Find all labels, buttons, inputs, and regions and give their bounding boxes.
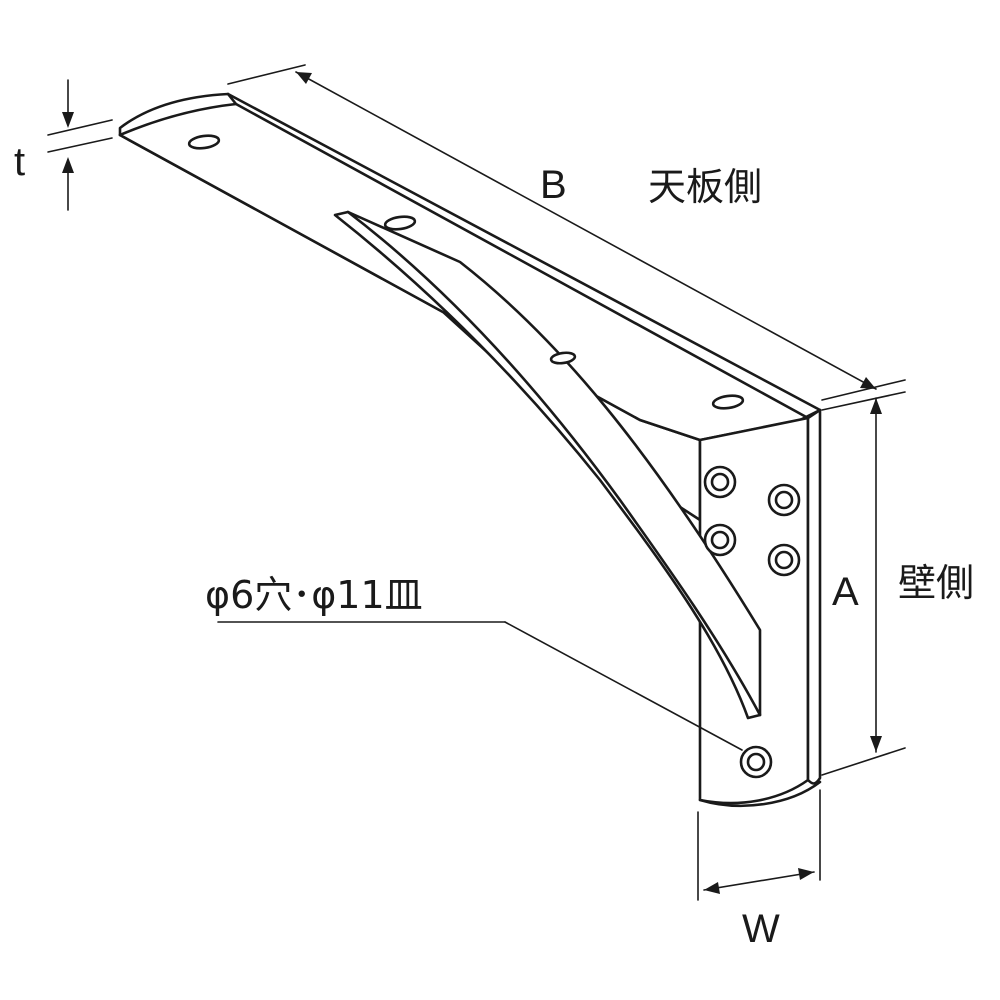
dim-a <box>821 391 906 776</box>
diagonal-rib <box>333 210 762 720</box>
label-a: A <box>832 570 859 614</box>
dim-w <box>697 789 821 901</box>
wall-arm-bottom-curve <box>698 780 822 808</box>
hole-2 <box>767 483 801 517</box>
hole-1 <box>703 465 737 499</box>
top-arm-front-edge <box>118 102 238 137</box>
hole-leader <box>217 621 743 751</box>
hole-5 <box>739 745 773 779</box>
label-w: W <box>742 907 780 951</box>
wall-arm-holes <box>703 465 801 779</box>
label-t: t <box>14 140 25 184</box>
slot-3 <box>549 351 577 365</box>
top-arm-slots <box>187 134 745 410</box>
slot-2 <box>383 215 417 231</box>
label-wall-side: 壁側 <box>898 561 974 605</box>
label-hole-spec: φ6穴･φ11皿 <box>205 573 423 617</box>
slot-4 <box>711 394 745 410</box>
wall-arm-side-face <box>806 408 822 785</box>
label-b: B <box>540 163 567 207</box>
rib-inner <box>346 210 762 717</box>
slot-1 <box>187 134 221 150</box>
hole-4 <box>767 543 801 577</box>
dim-t <box>47 79 113 211</box>
hole-3 <box>703 523 737 557</box>
label-top-side: 天板側 <box>648 165 762 209</box>
dim-b <box>227 64 906 401</box>
top-arm-top-face <box>118 92 822 442</box>
